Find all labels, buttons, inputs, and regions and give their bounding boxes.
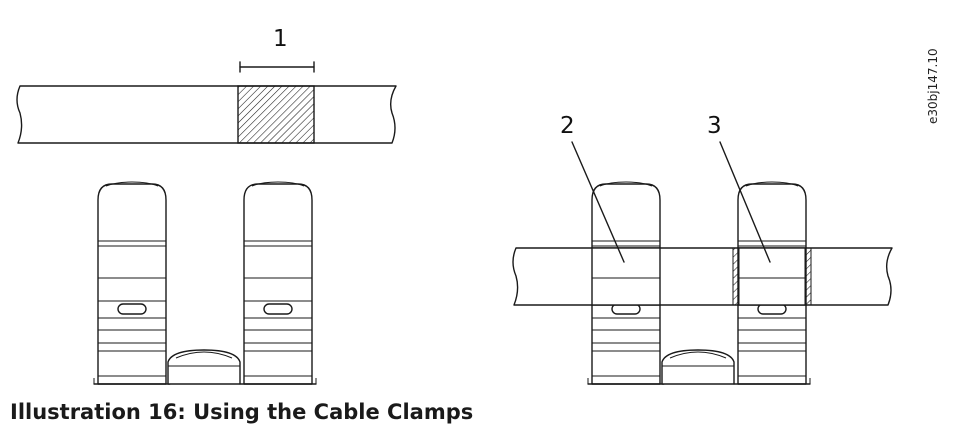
exposed-shield-section	[237, 85, 315, 144]
clamp-base-left	[167, 349, 241, 385]
clamp-base-right	[661, 349, 735, 385]
leader-line-2	[571, 141, 625, 263]
clamp-left-1	[93, 181, 171, 385]
callout-1: 1	[273, 26, 288, 52]
callout-3: 3	[707, 113, 722, 139]
dimension-marker-1	[239, 61, 315, 73]
callout-2: 2	[560, 113, 575, 139]
cable-clamped-right	[512, 247, 893, 306]
leader-line-3	[719, 141, 771, 263]
clamp-left-2	[239, 181, 317, 385]
figure-caption: Illustration 16: Using the Cable Clamps	[10, 400, 474, 424]
reference-id: e30bj147.10	[926, 48, 940, 124]
cable-top-left	[16, 85, 397, 144]
